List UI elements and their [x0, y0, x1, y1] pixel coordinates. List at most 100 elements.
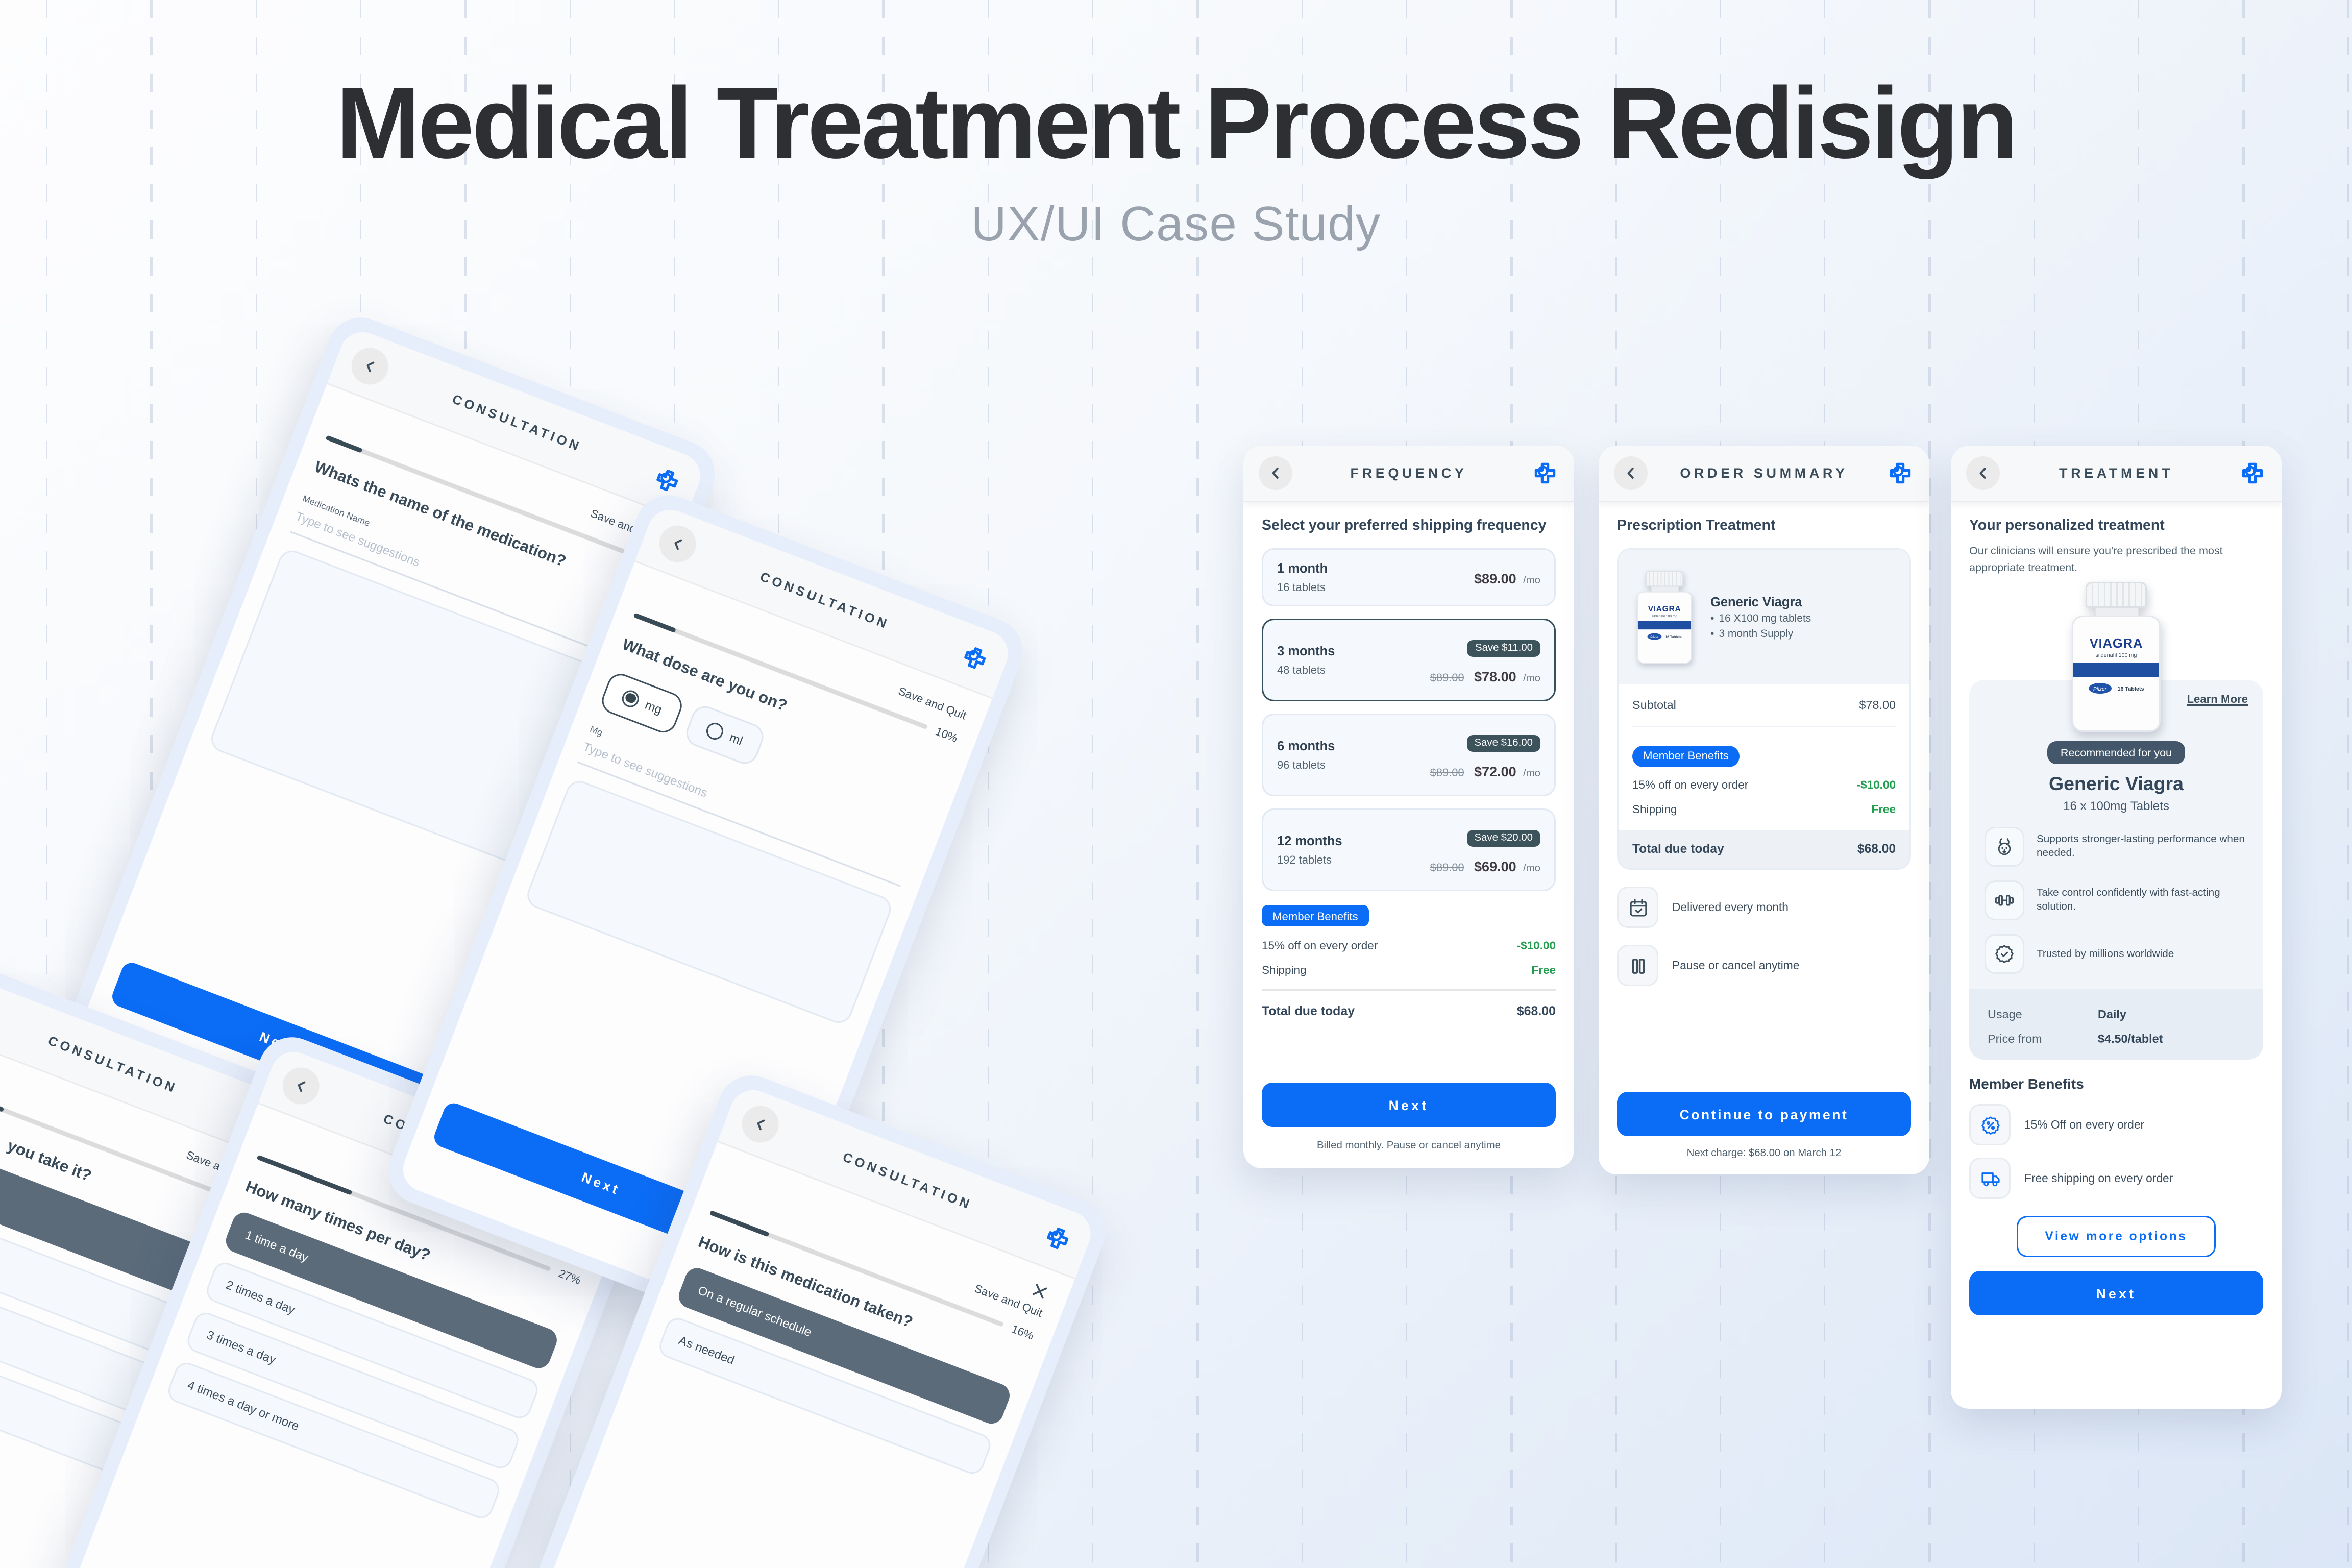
option-duration: 1 month: [1277, 561, 1328, 577]
option-duration: 6 months: [1277, 739, 1335, 754]
unit-label: ml: [727, 729, 745, 748]
background-guide-line: [987, 0, 990, 1568]
treatment-product-sub: 16 x 100mg Tablets: [2063, 799, 2169, 814]
shipping-value: Free: [1531, 963, 1556, 977]
background-guide-line: [150, 0, 153, 1568]
feature-row: Take control confidently with fast-actin…: [1984, 880, 2248, 921]
back-button[interactable]: [1614, 456, 1648, 490]
progress-percent: 27%: [556, 1266, 583, 1288]
discount-label: 15% off on every order: [1632, 778, 1749, 793]
next-charge-footnote: Next charge: $68.00 on March 12: [1686, 1148, 1842, 1159]
order-summary-screen: ORDER SUMMARY Prescription Treatment VIA…: [1599, 446, 1929, 1174]
save-badge: Save $16.00: [1466, 736, 1540, 753]
price-from-label: Price from: [1988, 1032, 2042, 1046]
frequency-option-12-months[interactable]: 12 months 192 tablets Save $20.00 $89.00…: [1262, 809, 1556, 892]
suggestions-panel: [524, 776, 895, 1026]
recommended-badge: Recommended for you: [2046, 741, 2186, 765]
subtotal-value: $78.00: [1859, 699, 1896, 713]
next-button[interactable]: Next: [1262, 1083, 1556, 1127]
total-label: Total due today: [1262, 1002, 1355, 1018]
medical-cross-logo-icon: [2240, 461, 2265, 485]
option-price: $89.00: [1474, 572, 1516, 587]
page-subtitle: UX/UI Case Study: [971, 196, 1381, 251]
frequency-option-6-months[interactable]: 6 months 96 tablets Save $16.00 $89.00 $…: [1262, 714, 1556, 797]
feature-text: Trusted by millions worldwide: [2037, 948, 2174, 960]
unit-label: mg: [643, 697, 665, 717]
price-from-value: $4.50/tablet: [2098, 1032, 2163, 1046]
discount-icon: [1969, 1104, 2011, 1146]
shipping-label: Shipping: [1632, 803, 1677, 817]
dumbbell-icon: [1984, 880, 2024, 921]
feature-text: Pause or cancel anytime: [1672, 958, 1800, 972]
bottle-subtext: sildenafil 100 mg: [1651, 615, 1678, 619]
option-tablets: 16 tablets: [1277, 581, 1326, 595]
treatment-product-name: Generic Viagra: [2048, 773, 2184, 795]
bottle-brand: VIAGRA: [1648, 604, 1681, 614]
unit-option-ml[interactable]: ml: [682, 701, 767, 767]
option-old-price: $89.00: [1430, 861, 1464, 875]
discount-label: 15% off on every order: [1262, 938, 1378, 952]
treatment-screen: TREATMENT Your personalized treatment Ou…: [1951, 446, 2282, 1409]
product-card: VIAGRA sildenafil 100 mg Pfizer 16 Table…: [1617, 549, 1911, 871]
option-price: $72.00: [1474, 765, 1516, 780]
back-button[interactable]: [1259, 456, 1292, 490]
frequency-option-1-month[interactable]: 1 month 16 tablets $89.00 /mo: [1262, 549, 1556, 607]
option-per: /mo: [1523, 864, 1540, 875]
bottle-subtext: sildenafil 100 mg: [2095, 652, 2137, 659]
feature-row: Delivered every month: [1617, 887, 1911, 929]
case-study-header: Medical Treatment Process Redisign UX/UI…: [0, 64, 2352, 253]
option-tablets: 48 tablets: [1277, 664, 1326, 678]
discount-value: -$10.00: [1516, 938, 1556, 952]
total-value: $68.00: [1857, 843, 1896, 857]
feature-text: Take control confidently with fast-actin…: [2037, 888, 2220, 913]
shipping-label: Shipping: [1262, 963, 1307, 977]
usage-value: Daily: [2098, 1008, 2126, 1022]
learn-more-link[interactable]: Learn More: [2187, 692, 2248, 706]
option-old-price: $89.00: [1430, 766, 1464, 780]
page-title: Medical Treatment Process Redisign: [336, 66, 2018, 179]
recommended-card: Learn More Recommended for you Generic V…: [1969, 680, 2263, 1060]
pfizer-logo: Pfizer: [2088, 683, 2112, 694]
section-heading: Select your preferred shipping frequency: [1262, 518, 1547, 534]
progress-percent: 16%: [1009, 1321, 1036, 1343]
medication-bottle-image: VIAGRA sildenafil 100 mg Pfizer 16 Table…: [2072, 582, 2161, 732]
option-tablets: 192 tablets: [1277, 853, 1332, 868]
background-guide-line: [46, 0, 48, 1568]
product-name: Generic Viagra: [1710, 595, 1802, 610]
frequency-screen: FREQUENCY Select your preferred shipping…: [1243, 446, 1574, 1168]
option-old-price: $89.00: [1430, 671, 1464, 685]
continue-to-payment-button[interactable]: Continue to payment: [1617, 1092, 1911, 1136]
discount-value: -$10.00: [1856, 778, 1896, 793]
member-benefits-pill: Member Benefits: [1262, 905, 1369, 927]
background-guide-line: [1196, 0, 1199, 1568]
section-heading: Your personalized treatment: [1969, 518, 2165, 534]
screen-title: FREQUENCY: [1350, 465, 1467, 481]
unit-option-mg[interactable]: mg: [598, 669, 687, 736]
product-detail: •3 month Supply: [1710, 630, 1794, 641]
bottle-brand: VIAGRA: [2089, 635, 2143, 651]
back-button[interactable]: [1966, 456, 2000, 490]
progress-percent: 10%: [933, 724, 960, 746]
next-button[interactable]: Next: [1969, 1271, 2263, 1316]
bottle-count: 16 Tablets: [1665, 635, 1682, 639]
option-per: /mo: [1523, 769, 1540, 780]
view-more-options-button[interactable]: View more options: [2017, 1216, 2216, 1258]
pfizer-logo: Pfizer: [1647, 633, 1662, 641]
truck-icon: [1969, 1158, 2011, 1199]
option-price: $78.00: [1474, 670, 1516, 685]
total-value: $68.00: [1516, 1002, 1556, 1018]
benefit-text: 15% Off on every order: [2024, 1117, 2145, 1131]
usage-label: Usage: [1988, 1008, 2022, 1022]
treatment-header: TREATMENT: [1951, 446, 2282, 502]
medication-bottle-image: VIAGRA sildenafil 100 mg Pfizer 16 Table…: [1637, 571, 1692, 665]
bottle-band: [2073, 663, 2159, 677]
billing-footnote: Billed monthly. Pause or cancel anytime: [1316, 1141, 1501, 1152]
frequency-option-3-months-selected[interactable]: 3 months 48 tablets Save $11.00 $89.00 $…: [1262, 619, 1556, 702]
medical-cross-logo-icon: [1533, 461, 1557, 485]
benefit-row: 15% Off on every order: [1969, 1104, 2263, 1146]
option-duration: 12 months: [1277, 834, 1342, 849]
frequency-header: FREQUENCY: [1243, 446, 1574, 502]
background-guide-line: [1092, 0, 1094, 1568]
feature-row: Pause or cancel anytime: [1617, 945, 1911, 987]
